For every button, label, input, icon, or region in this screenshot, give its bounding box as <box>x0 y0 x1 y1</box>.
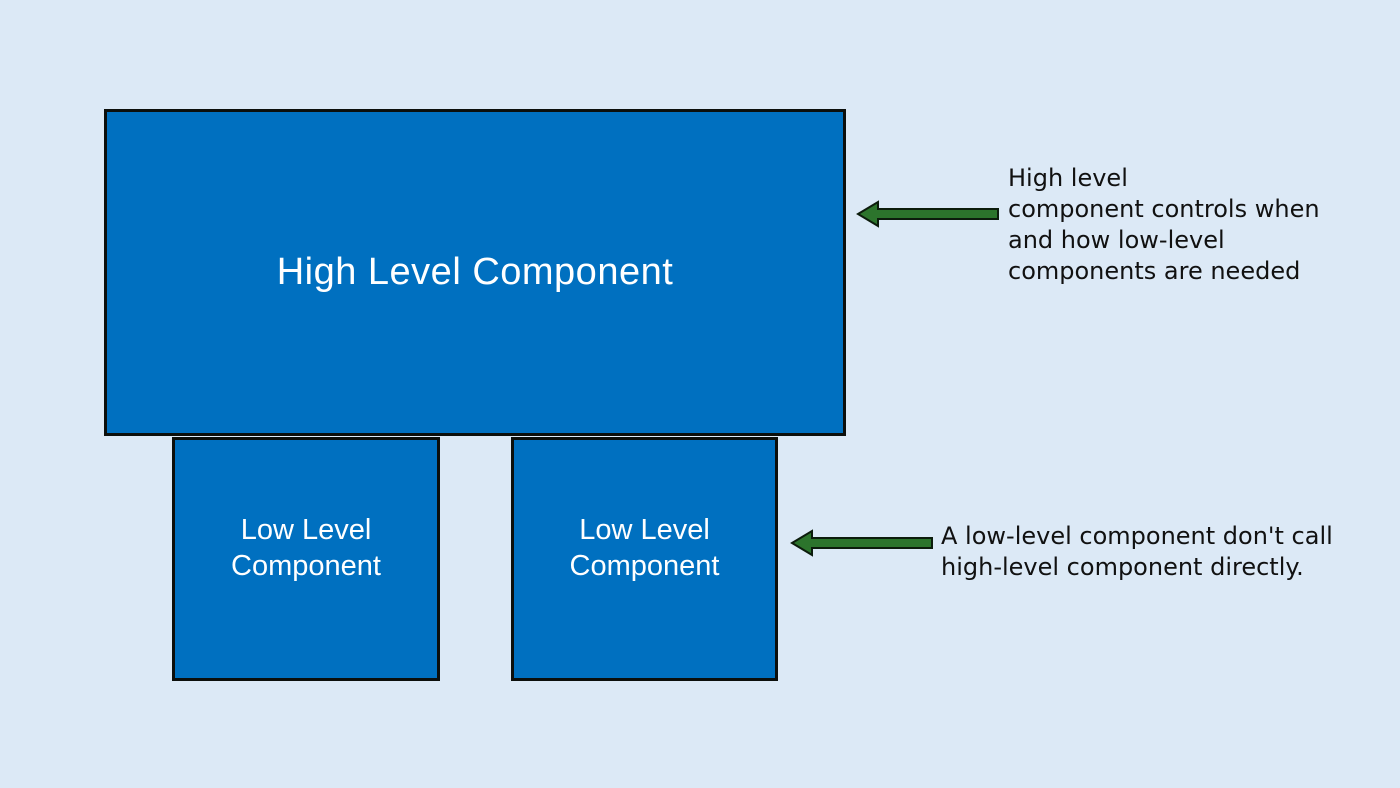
low-level-component-label-left: Low Level Component <box>231 514 381 582</box>
low-level-annotation: A low-level component don't call high-le… <box>941 522 1333 581</box>
high-level-component-label: High Level Component <box>276 251 674 293</box>
low-level-component-box-left: Low Level Component <box>172 437 440 681</box>
left-arrow-icon <box>790 529 933 557</box>
low-level-component-label-right: Low Level Component <box>569 514 720 582</box>
low-level-component-box-right: Low Level Component <box>511 437 778 681</box>
left-arrow-icon <box>856 200 999 228</box>
high-level-annotation: High level component controls when and h… <box>1008 164 1320 285</box>
high-level-component-box: High Level Component <box>104 109 846 436</box>
